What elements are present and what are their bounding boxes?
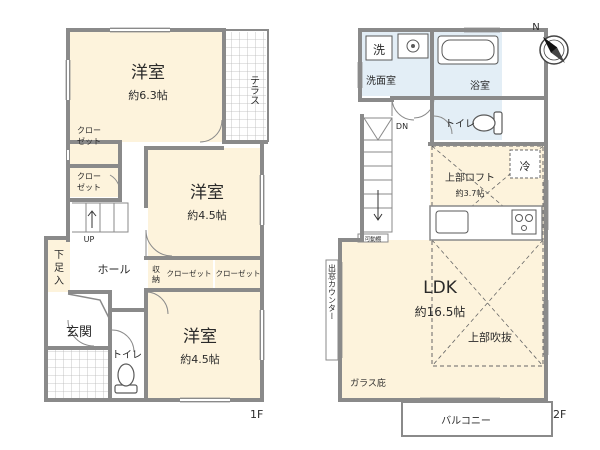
western-room-mid [148,148,260,256]
doors-1f [67,119,223,353]
kitchen-sink [435,210,469,234]
void-label: 上部吹抜 [468,330,512,344]
toilet-fixture-2f [472,111,503,135]
stair-1f [72,202,129,233]
storage-closet [148,260,165,288]
level-label-1f: 1F [250,408,263,421]
ldk-name: LDK [423,278,458,298]
storage-label-1: 収 [152,264,160,274]
balcony [401,401,553,437]
movable-shelf-label: 可動棚 [365,235,382,243]
closet-b-label-1: クロー [77,172,101,181]
washing-machine-space [365,35,393,61]
cooktop [511,209,537,235]
fridge-space [509,149,541,179]
closet-a-label-1: クロー [77,126,101,135]
bathroom-label: 浴室 [470,79,490,92]
terrace-outline [224,29,269,142]
windows-1f [67,29,263,401]
room-name-western-top: 洋室 [131,63,165,83]
toilet-label-1f: トイレ [112,350,142,361]
entrance-porch [48,348,110,400]
room-size-western-top: 約6.3帖 [128,88,168,102]
room-size-western-bottom: 約4.5帖 [180,352,220,366]
washroom-label: 洗面室 [366,74,396,87]
compass-icon: N [532,22,569,65]
room-size-western-mid: 約4.5帖 [187,208,227,222]
bay-counter-label: 出窓カウンター [328,263,337,320]
closet-d [215,260,260,288]
room-name-western-mid: 洋室 [190,183,224,203]
level-label-2f: 2F [553,408,566,421]
closet-d-label: クローゼット [216,268,261,278]
balcony-label: バルコニー [441,415,491,427]
closet-c-label: クローゼット [167,268,212,278]
up-label: UP [84,235,95,244]
entrance-label: 玄関 [66,325,92,340]
wash-symbol: 洗 [373,43,385,57]
floor-1f: 洋室 約6.3帖 テラス クロー ゼット クロー ゼット 洋室 約4.5帖 UP… [44,27,269,421]
dn-label: DN [396,122,408,131]
ldk-size: 約16.5帖 [415,304,466,319]
hall-label: ホール [98,263,131,276]
storage-label-2: 納 [152,274,160,284]
closet-c [165,260,213,288]
bathtub [437,35,499,65]
closet-a-label-2: ゼット [77,136,101,146]
walls-2f [338,28,548,402]
terrace [222,32,266,142]
closet-b-label-2: ゼット [77,182,101,192]
bay-counter [325,259,339,361]
shoe-storage [48,240,70,292]
stair-2f [363,117,393,233]
toilet-label-2f: トイレ [445,119,475,130]
doors-2f [391,97,453,135]
shoe-storage-label-3: 入 [54,276,64,287]
wash-basin [397,33,429,59]
compass-north-label: N [532,22,539,33]
room-name-western-bottom: 洋室 [183,327,217,347]
western-room-bottom [148,292,260,399]
toilet-fixture-1f [114,363,138,394]
loft-size: 約3.7帖 [456,188,485,198]
loft-name: 上部ロフト [445,171,495,184]
fridge-label: 冷 [520,160,531,173]
glass-eaves-label: ガラス庇 [350,377,386,389]
shoe-storage-label-1: 下 [54,250,64,261]
closet-b [70,165,120,197]
shoe-storage-label-2: 足 [54,262,64,274]
ldk-room [340,144,545,398]
floor-2f: 洗 洗面室 浴室 トイレ DN 上部ロフト 約3.7帖 冷 可動棚 出窓カウンタ… [325,27,566,437]
terrace-label: テラス [248,75,259,105]
